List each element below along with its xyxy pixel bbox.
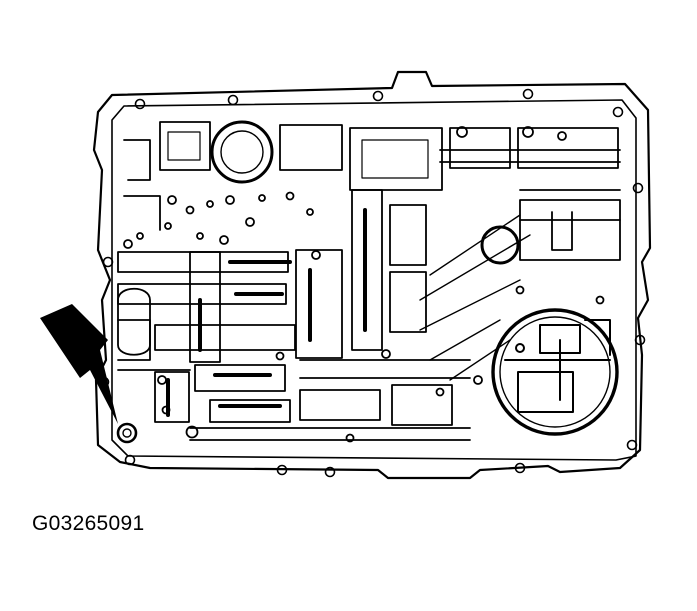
accumulator-detail [504, 319, 611, 401]
port [285, 191, 295, 201]
port [311, 250, 321, 260]
bore [210, 120, 274, 184]
port [435, 387, 445, 397]
port [185, 205, 195, 215]
valve-housing [117, 287, 151, 356]
port [515, 285, 525, 295]
mounting-hole [372, 90, 384, 102]
valve-housing [154, 371, 190, 423]
port [345, 433, 355, 443]
bore [220, 130, 264, 174]
valve-spool [213, 208, 367, 408]
left-valve-cluster [117, 251, 221, 423]
port [167, 195, 177, 205]
arrow-pointer [40, 304, 118, 424]
accumulator [491, 308, 619, 436]
passage-channel [439, 149, 621, 221]
port [157, 375, 167, 385]
passage-block [159, 121, 211, 171]
valve-detail [551, 211, 573, 251]
mounting-hole [124, 454, 136, 466]
valve-body-drawing [92, 70, 652, 480]
accumulator-ring [491, 308, 619, 436]
valve-spool [166, 298, 202, 417]
mounting-hole [626, 439, 638, 451]
port [225, 195, 235, 205]
upper-right-section [349, 126, 621, 265]
valve-housing [189, 251, 221, 363]
port [306, 208, 314, 216]
port [245, 217, 255, 227]
port [473, 375, 483, 385]
solenoid-block [517, 127, 619, 169]
mounting-hole [634, 334, 646, 346]
upper-left-section [123, 120, 343, 245]
valve-block [519, 199, 621, 261]
port [258, 194, 266, 202]
mounting-hole [102, 256, 114, 268]
port [206, 200, 214, 208]
diagonal-passage [419, 214, 531, 381]
valve-bore [209, 399, 291, 423]
port [456, 126, 468, 138]
valve-bore [154, 324, 296, 351]
valve-bore [299, 389, 381, 421]
port [515, 343, 525, 353]
port [185, 425, 199, 439]
valve-bore [295, 249, 343, 359]
mounting-hole [227, 94, 239, 106]
mounting-hole [522, 88, 534, 100]
mounting-hole [324, 466, 336, 478]
port [123, 239, 133, 249]
port [164, 222, 172, 230]
port [381, 349, 391, 359]
corner-bolt [116, 422, 138, 444]
mounting-hole [632, 182, 644, 194]
valve-bore [351, 189, 383, 351]
accumulator-ring [499, 316, 611, 428]
solenoid-housing [349, 127, 443, 191]
passage-block [167, 131, 201, 161]
port [275, 351, 285, 361]
accumulator-block [517, 371, 574, 413]
valve-bore [389, 271, 427, 333]
passage-block [279, 124, 343, 171]
port [557, 131, 567, 141]
inner-outline [111, 99, 637, 461]
mounting-hole [276, 464, 288, 476]
valve-bore [194, 364, 286, 392]
passage-channel [123, 139, 161, 231]
solenoid-block [449, 127, 511, 169]
solenoid-housing [361, 139, 429, 179]
mounting-holes [98, 88, 646, 478]
port [522, 126, 534, 138]
port [136, 232, 144, 240]
figure-caption: G03265091 [32, 512, 145, 535]
port [196, 232, 204, 240]
body-outline [92, 70, 652, 480]
port [219, 235, 229, 245]
mounting-hole [612, 106, 624, 118]
mounting-hole [134, 98, 146, 110]
port [595, 295, 605, 305]
valve-bore [391, 384, 453, 426]
mounting-hole [514, 462, 526, 474]
corner-bolt [122, 428, 132, 438]
valve-bore [389, 204, 427, 266]
bore [480, 225, 520, 265]
